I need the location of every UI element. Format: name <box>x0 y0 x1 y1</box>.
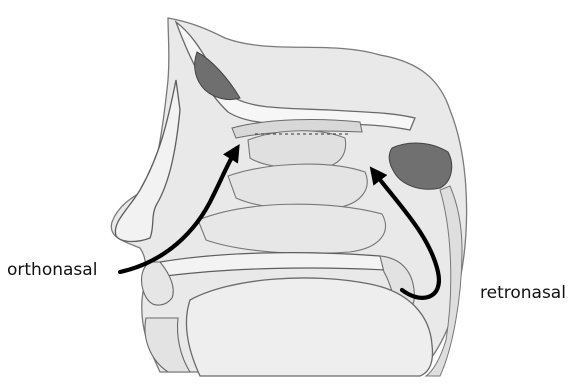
retronasal-label: retronasal <box>480 285 566 302</box>
inferior-turbinate <box>198 204 385 253</box>
middle-turbinate <box>228 164 367 209</box>
tongue <box>186 278 432 376</box>
orthonasal-label: orthonasal <box>7 262 97 279</box>
superior-turbinate <box>248 131 346 169</box>
